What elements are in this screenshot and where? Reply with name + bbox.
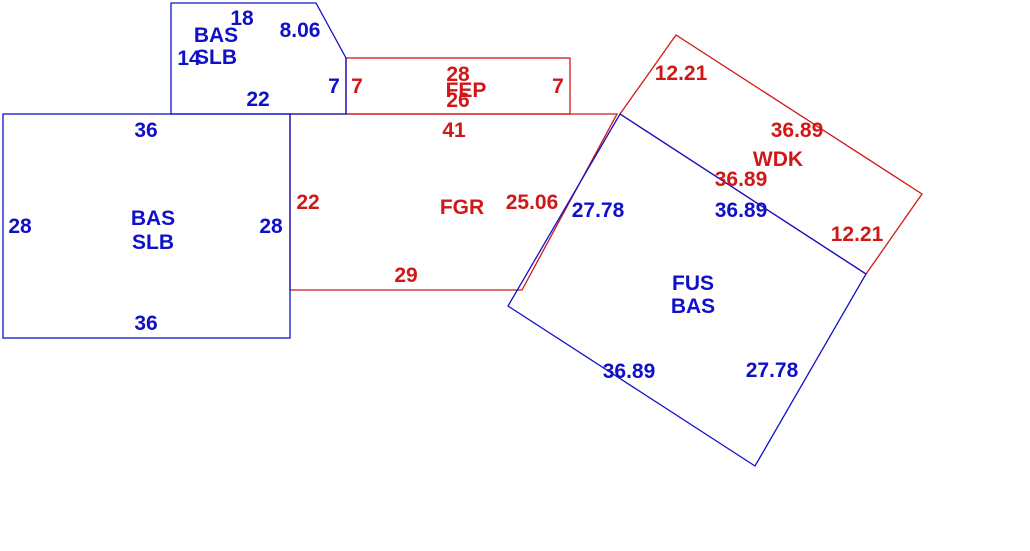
area-code: BAS bbox=[194, 24, 238, 47]
dimension-label: 22 bbox=[246, 88, 269, 111]
area-code: BAS bbox=[671, 295, 715, 318]
fep-labels: 7 28 FEP 26 7 bbox=[351, 63, 564, 112]
fus-bas-labels: FUS BAS 27.78 36.89 36.89 27.78 bbox=[572, 199, 799, 383]
area-code: WDK bbox=[753, 148, 803, 171]
area-code: SLB bbox=[195, 46, 237, 69]
dimension-label: 36.89 bbox=[771, 119, 824, 142]
dimension-label: 41 bbox=[442, 119, 466, 142]
wdk-labels: WDK 12.21 36.89 36.89 12.21 bbox=[655, 62, 884, 246]
dimension-label: 36.89 bbox=[715, 199, 768, 222]
dimension-label: 28 bbox=[259, 215, 283, 238]
area-code: SLB bbox=[132, 231, 174, 254]
dimension-label: 12.21 bbox=[831, 223, 884, 246]
dimension-label: 27.78 bbox=[572, 199, 625, 222]
dimension-label: 8.06 bbox=[280, 19, 321, 42]
area-code: BAS bbox=[131, 207, 175, 230]
dimension-label: 36 bbox=[134, 119, 157, 142]
dimension-label: 12.21 bbox=[655, 62, 708, 85]
dimension-label: 29 bbox=[394, 264, 417, 287]
bas-slb-main-labels: BAS SLB 36 28 28 36 bbox=[8, 119, 283, 335]
bas-slb-main-outline bbox=[2, 113, 291, 339]
dimension-label: 36 bbox=[134, 312, 157, 335]
dimension-label: 25.06 bbox=[506, 191, 559, 214]
fus-bas-outline bbox=[507, 113, 867, 467]
dimension-label: 36.89 bbox=[603, 360, 656, 383]
dimension-label: 22 bbox=[296, 191, 319, 214]
dimension-label: 18 bbox=[230, 7, 254, 30]
bas-slb-small-labels: BAS SLB 18 8.06 14 22 7 bbox=[177, 7, 340, 111]
bas-slb-small-outline bbox=[170, 2, 347, 115]
dimension-label: 7 bbox=[328, 75, 340, 98]
fgr-labels: FGR 41 22 25.06 29 bbox=[296, 119, 558, 287]
dimension-label: 7 bbox=[552, 75, 564, 98]
dimension-label: 36.89 bbox=[715, 168, 768, 191]
dimension-label: 26 bbox=[446, 89, 469, 112]
dimension-label: 28 bbox=[8, 215, 32, 238]
dimension-label: 28 bbox=[446, 63, 470, 86]
area-code: FEP bbox=[446, 79, 487, 102]
area-code: FUS bbox=[672, 272, 714, 295]
dimension-label: 14 bbox=[177, 47, 201, 70]
dimension-label: 27.78 bbox=[746, 359, 799, 382]
area-code: FGR bbox=[440, 196, 484, 219]
dimension-label: 7 bbox=[351, 75, 363, 98]
